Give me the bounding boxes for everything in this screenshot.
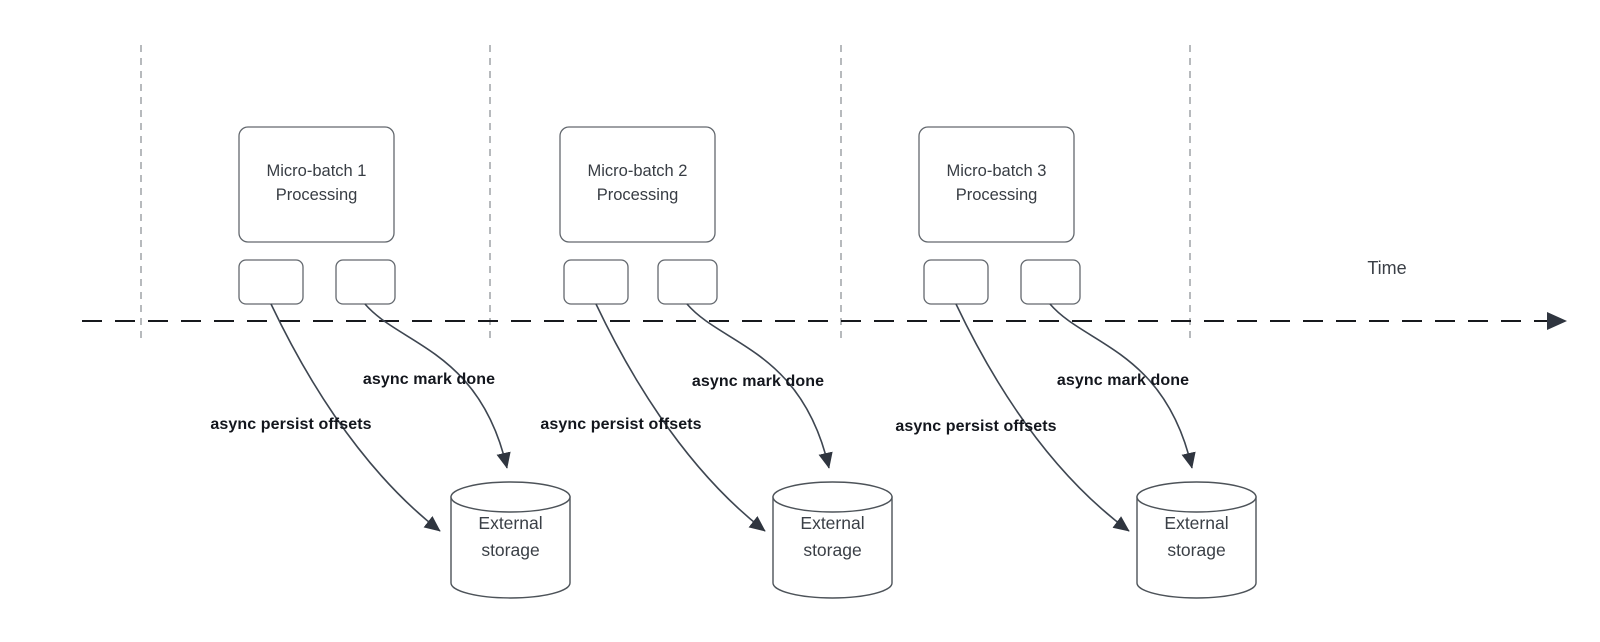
- micro-batch-box: [918, 126, 1075, 243]
- mark-done-arrow: [1049, 303, 1196, 469]
- mark-done-arrow: [364, 303, 511, 469]
- storage-cylinder-body: [1136, 496, 1257, 599]
- storage-cylinder-top: [772, 481, 893, 513]
- persist-offsets-arrow: [955, 303, 1130, 532]
- micro-batch-box: [238, 126, 395, 243]
- micro-batch-box: [559, 126, 716, 243]
- storage-cylinder-body: [772, 496, 893, 599]
- persist-offsets-arrow: [270, 303, 441, 532]
- storage-cylinder-top: [1136, 481, 1257, 513]
- mark-done-task-box: [657, 259, 718, 305]
- persist-offsets-task-box: [923, 259, 989, 305]
- storage-cylinder-top: [450, 481, 571, 513]
- persist-offsets-arrow: [595, 303, 766, 532]
- mark-done-arrow: [686, 303, 833, 469]
- persist-offsets-task-box: [238, 259, 304, 305]
- persist-offsets-task-box: [563, 259, 629, 305]
- mark-done-task-box: [335, 259, 396, 305]
- storage-cylinder-body: [450, 496, 571, 599]
- mark-done-task-box: [1020, 259, 1081, 305]
